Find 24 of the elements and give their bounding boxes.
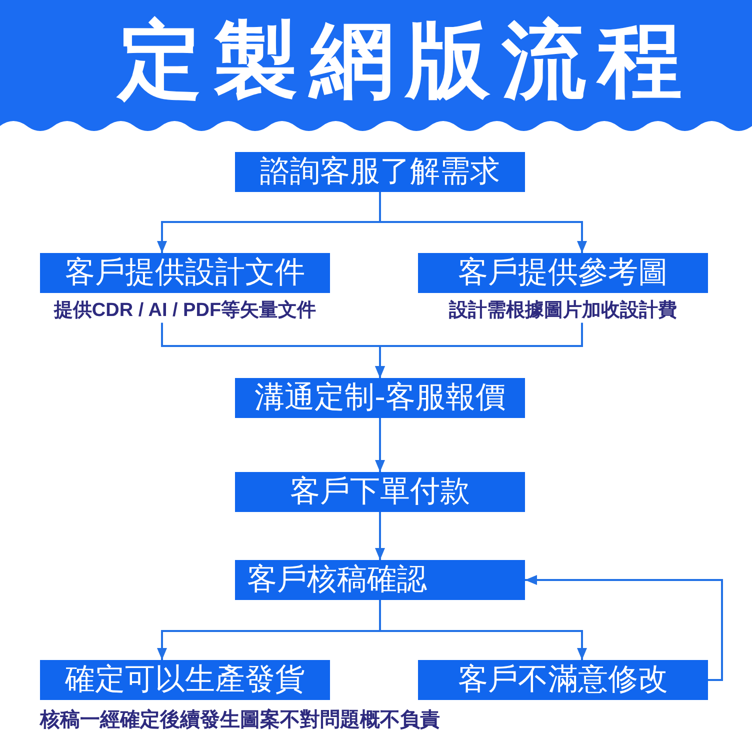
note-text: 提供CDR / AI / PDF等矢量文件 bbox=[54, 299, 316, 323]
flow-arrow bbox=[375, 512, 385, 560]
process-box bbox=[418, 660, 708, 700]
title-text: 定製網版流程 bbox=[118, 18, 694, 102]
flow-arrow bbox=[375, 418, 385, 472]
process-box bbox=[235, 378, 525, 418]
flow-arrow bbox=[375, 322, 583, 378]
process-box bbox=[40, 660, 330, 700]
step-text: 客戶核稿確認 bbox=[247, 565, 427, 595]
process-box bbox=[235, 560, 525, 600]
step-text: 諮詢客服了解需求 bbox=[260, 157, 500, 187]
step-text: 客戶不滿意修改 bbox=[458, 665, 668, 695]
step-text: 確定可以生產發貨 bbox=[65, 665, 305, 695]
process-box bbox=[235, 472, 525, 512]
flow-arrow bbox=[379, 600, 587, 660]
flow-arrow bbox=[525, 575, 723, 681]
note-text: 設計需根據圖片加收設計費 bbox=[449, 299, 677, 323]
step-text: 溝通定制-客服報價 bbox=[254, 383, 506, 413]
step-text: 客戶下單付款 bbox=[290, 477, 470, 507]
step-text: 客戶提供參考圖 bbox=[458, 258, 668, 288]
step-text: 客戶提供設計文件 bbox=[65, 258, 305, 288]
note-text: 核稿一經確定後續發生圖案不對問題概不負責 bbox=[40, 707, 440, 732]
flow-arrow bbox=[379, 192, 587, 253]
process-box bbox=[235, 152, 525, 192]
